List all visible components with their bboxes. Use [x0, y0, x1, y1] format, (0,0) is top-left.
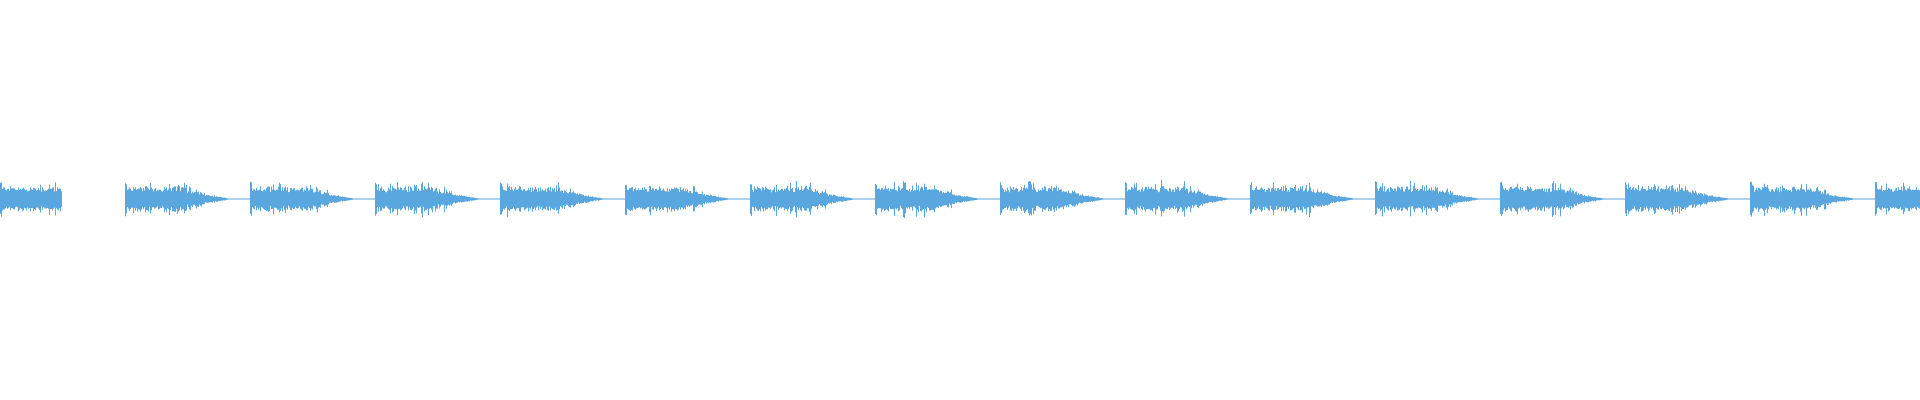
waveform-segment-13	[1625, 181, 1728, 216]
waveform-segment-14	[1750, 181, 1853, 217]
waveform-segment-10	[1250, 182, 1353, 217]
waveform-segment-11	[1375, 180, 1478, 217]
waveform-segment-8	[1000, 181, 1103, 216]
waveform-segment-4	[500, 182, 603, 218]
waveform-segments	[0, 179, 1920, 218]
waveform-segment-2	[250, 181, 353, 216]
waveform-segment-9	[1125, 179, 1228, 217]
waveform-segment-12	[1500, 181, 1603, 217]
waveform-segment-5	[625, 185, 728, 216]
waveform-segment-15	[1875, 182, 1920, 216]
waveform-segment-0	[0, 182, 62, 217]
waveform-segment-7	[875, 181, 978, 218]
waveform-segment-6	[750, 181, 853, 218]
waveform-segment-3	[375, 181, 478, 218]
waveform-segment-1	[125, 182, 228, 217]
